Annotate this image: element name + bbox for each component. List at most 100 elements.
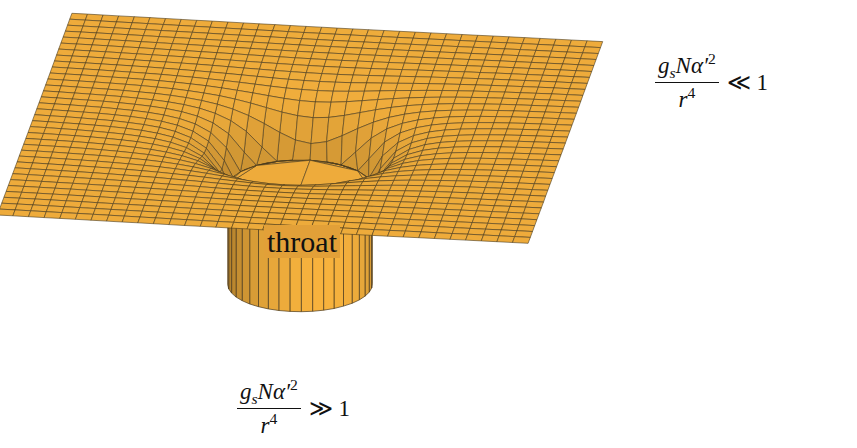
mesh-cell xyxy=(309,59,327,67)
mesh-cell xyxy=(413,32,431,39)
mesh-cell xyxy=(552,88,570,95)
mesh-cell xyxy=(410,214,428,221)
mesh-cell xyxy=(336,200,354,206)
mesh-cell xyxy=(530,105,548,112)
mesh-cell xyxy=(532,56,550,63)
mesh-cell xyxy=(499,147,517,153)
mesh-cell xyxy=(487,135,505,141)
mesh-cell xyxy=(514,147,532,153)
mesh-cell xyxy=(508,165,526,171)
mesh-cell xyxy=(390,185,408,191)
mesh-cell xyxy=(545,63,563,70)
mesh-cell xyxy=(423,180,441,186)
mesh-cell xyxy=(549,51,567,58)
mesh-cell xyxy=(317,33,335,40)
mesh-cell xyxy=(440,46,458,53)
mesh-cell xyxy=(445,164,463,170)
mesh-cell xyxy=(439,181,457,187)
mesh-cell xyxy=(0,203,17,210)
mesh-cell xyxy=(409,90,427,98)
mesh-cell xyxy=(343,186,361,190)
mesh-cell xyxy=(492,123,510,129)
mesh-cell xyxy=(333,34,351,41)
mesh-cell xyxy=(362,42,380,49)
mesh-cell xyxy=(169,219,187,226)
mesh-cell xyxy=(216,222,234,229)
mesh-cell xyxy=(425,175,443,181)
mesh-cell xyxy=(341,190,359,195)
mesh-cell xyxy=(360,48,378,55)
mesh-cell xyxy=(341,228,359,235)
mesh-cell xyxy=(458,129,476,136)
mesh-cell xyxy=(463,116,481,122)
mesh-cell xyxy=(432,158,450,164)
mesh-cell xyxy=(427,169,445,175)
mesh-cell xyxy=(501,182,519,189)
mesh-cell xyxy=(60,213,78,220)
mesh-cell xyxy=(412,170,430,176)
mesh-cell xyxy=(521,213,539,220)
mesh-cell xyxy=(452,228,470,235)
mesh-cell xyxy=(527,68,545,75)
mesh-cell xyxy=(356,190,374,195)
mesh-cell xyxy=(477,205,495,212)
mesh-cell xyxy=(452,147,470,153)
mesh-cell xyxy=(486,223,504,230)
mesh-cell xyxy=(332,210,350,216)
mesh-cell xyxy=(519,219,537,226)
mesh-cell xyxy=(465,153,483,159)
mesh-cell xyxy=(556,119,574,126)
mesh-cell xyxy=(465,193,483,200)
mesh-cell xyxy=(376,218,394,225)
mesh-cell xyxy=(367,76,385,84)
symbol: Nα′ xyxy=(258,379,290,404)
mesh-cell xyxy=(407,180,425,186)
mesh-cell xyxy=(543,69,561,76)
mesh-cell xyxy=(427,39,445,46)
mesh-cell xyxy=(490,170,508,176)
mesh-cell xyxy=(405,185,423,191)
mesh-cell xyxy=(452,104,470,111)
mesh-cell xyxy=(266,43,284,50)
fraction: gsNα′2r4 xyxy=(237,375,301,440)
mesh-cell xyxy=(271,31,289,38)
mesh-cell xyxy=(394,213,412,219)
mesh-cell xyxy=(470,141,488,147)
mesh-cell xyxy=(465,110,483,116)
mesh-cell xyxy=(295,116,313,144)
mesh-cell xyxy=(313,46,331,53)
mesh-cell xyxy=(218,216,236,223)
mesh-cell xyxy=(389,56,407,63)
mesh-cell xyxy=(567,46,585,53)
mesh-cell xyxy=(461,123,479,130)
mesh-cell xyxy=(420,57,438,64)
mesh-cell xyxy=(481,110,499,116)
mesh-cell xyxy=(467,60,485,67)
mesh-cell xyxy=(492,206,510,213)
numerator: gsNα′2 xyxy=(237,375,301,408)
mesh-cell xyxy=(494,200,512,207)
mesh-cell xyxy=(431,71,449,78)
mesh-cell xyxy=(287,203,305,209)
mesh-cell xyxy=(494,73,512,80)
mesh-cell xyxy=(387,63,405,70)
mesh-cell xyxy=(525,160,543,167)
relation: ≪ 1 xyxy=(727,69,768,96)
mesh-cell xyxy=(0,209,15,216)
mesh-cell xyxy=(528,154,546,161)
mesh-cell xyxy=(456,47,474,54)
mesh-cell xyxy=(524,207,542,214)
mesh-cell xyxy=(476,79,494,86)
mesh-cell xyxy=(530,148,548,155)
mesh-cell xyxy=(44,212,62,219)
mesh-cell xyxy=(521,87,539,94)
mesh-cell xyxy=(445,78,463,85)
mesh-cell xyxy=(372,230,390,237)
mesh-cell xyxy=(512,153,530,159)
mesh-cell xyxy=(489,42,507,49)
mesh-cell xyxy=(450,153,468,159)
mesh-cell xyxy=(536,87,554,94)
mesh-cell xyxy=(153,218,171,225)
mesh-cell xyxy=(552,131,570,138)
mesh-cell xyxy=(380,37,398,44)
